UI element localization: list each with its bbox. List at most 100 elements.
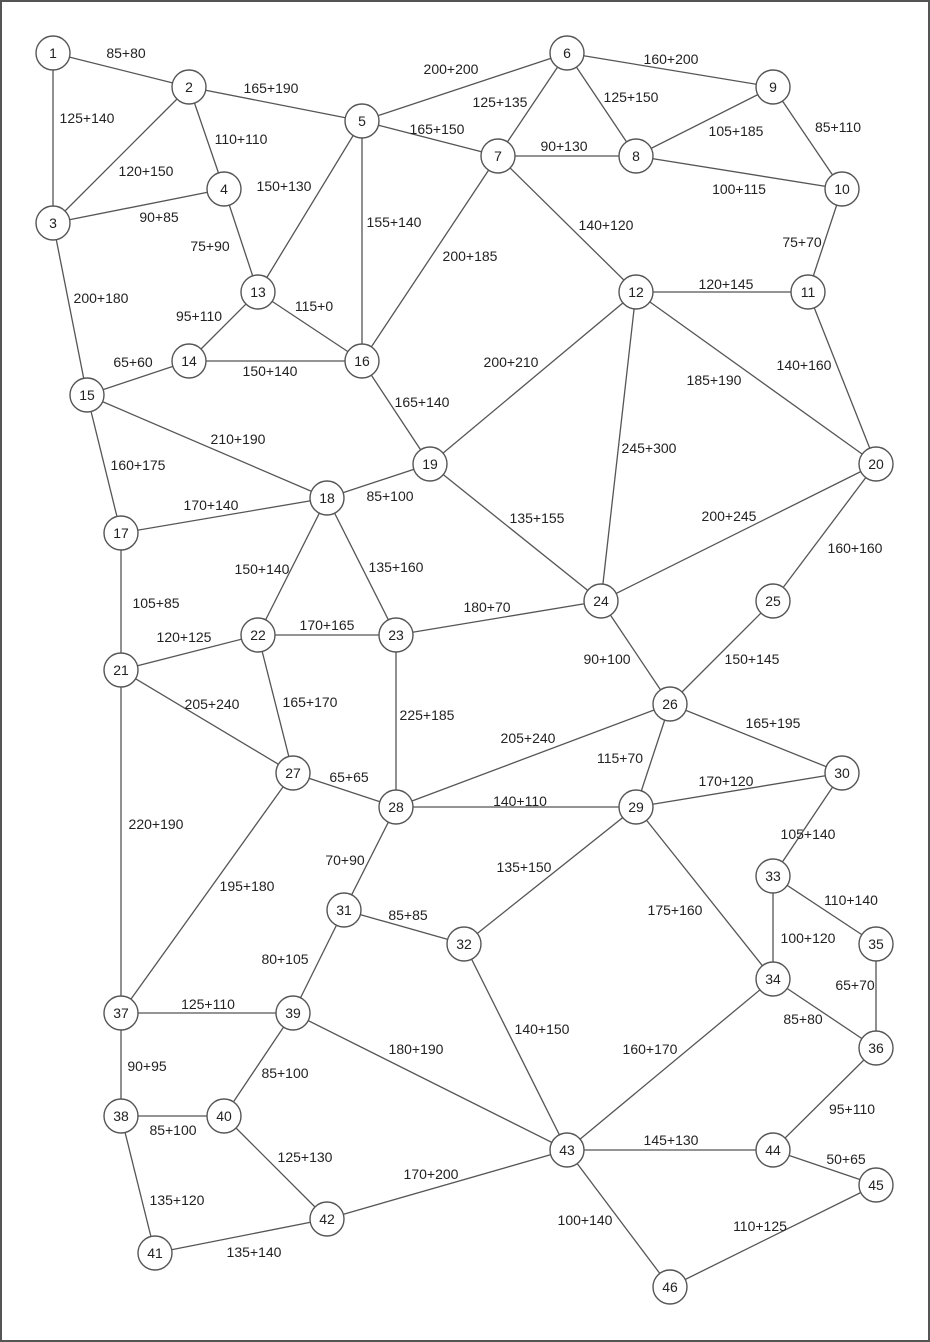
node-38: 38: [103, 1098, 139, 1134]
node-label: 9: [769, 79, 777, 95]
node-circle: [171, 69, 207, 105]
edge-label-14-16: 150+140: [243, 363, 298, 379]
edge-label-16-19: 165+140: [395, 394, 450, 410]
edge-label-7-16: 200+185: [443, 248, 498, 264]
edge-label-6-8: 125+150: [604, 89, 659, 105]
node-circle: [858, 1030, 894, 1066]
node-circle: [171, 343, 207, 379]
node-circle: [755, 961, 791, 997]
node-30: 30: [824, 755, 860, 791]
edge-label-36-44: 95+110: [829, 1101, 875, 1117]
node-label: 37: [113, 1005, 129, 1021]
node-13: 13: [240, 274, 276, 310]
node-11: 11: [790, 274, 826, 310]
edge-29-34: [635, 806, 774, 980]
edge-4-13: [223, 188, 259, 293]
edge-label-20-24: 200+245: [702, 508, 757, 524]
edge-6-9: [566, 52, 774, 88]
node-2: 2: [171, 69, 207, 105]
edge-label-37-39: 125+110: [181, 996, 235, 1012]
edge-9-10: [772, 86, 843, 190]
node-label: 11: [801, 284, 816, 300]
node-label: 32: [456, 936, 472, 952]
node-7: 7: [480, 138, 516, 174]
node-circle: [69, 377, 105, 413]
edge-label-14-15: 65+60: [113, 354, 153, 370]
edge-5-6: [361, 52, 568, 122]
edge-label-25-26: 150+145: [725, 651, 780, 667]
node-label: 39: [285, 1005, 301, 1021]
node-circle: [618, 274, 654, 310]
node-circle: [378, 617, 414, 653]
node-label: 24: [593, 593, 609, 609]
edge-2-5: [188, 86, 363, 122]
edge-19-24: [429, 463, 602, 602]
edge-12-19: [429, 291, 637, 465]
node-circle: [378, 789, 414, 825]
edge-42-43: [326, 1149, 568, 1220]
edge-label-group: 85+80125+140120+150110+110165+19090+8520…: [60, 45, 883, 1260]
edge-label-43-44: 145+130: [644, 1132, 699, 1148]
edge-7-12: [497, 155, 637, 293]
node-16: 16: [344, 343, 380, 379]
node-43: 43: [549, 1132, 585, 1168]
node-circle: [240, 617, 276, 653]
node-circle: [103, 995, 139, 1031]
node-label: 23: [388, 627, 404, 643]
node-label: 13: [250, 284, 266, 300]
edge-label-26-28: 205+240: [501, 730, 556, 746]
edge-label-19-24: 135+155: [510, 510, 565, 526]
edge-20-24: [600, 463, 877, 602]
edge-label-32-43: 140+150: [515, 1021, 570, 1037]
node-circle: [412, 446, 448, 482]
edge-label-18-19: 85+100: [366, 488, 413, 504]
node-14: 14: [171, 343, 207, 379]
node-circle: [344, 103, 380, 139]
node-label: 31: [336, 902, 352, 918]
node-label: 16: [354, 353, 370, 369]
node-circle: [206, 1098, 242, 1134]
edge-label-33-35: 110+140: [824, 892, 878, 908]
node-circle: [583, 583, 619, 619]
edge-24-26: [600, 600, 671, 705]
node-label: 12: [628, 284, 644, 300]
node-21: 21: [103, 652, 139, 688]
node-circle: [549, 35, 585, 71]
node-26: 26: [652, 686, 688, 722]
edge-label-22-23: 170+165: [300, 617, 355, 633]
edge-label-41-42: 135+140: [227, 1244, 282, 1260]
node-8: 8: [618, 138, 654, 174]
edge-label-5-13: 150+130: [257, 178, 312, 194]
node-label: 41: [147, 1245, 163, 1261]
node-circle: [137, 1235, 173, 1271]
node-44: 44: [755, 1132, 791, 1168]
edge-18-22: [257, 497, 328, 636]
node-label: 38: [113, 1108, 129, 1124]
node-circle: [618, 789, 654, 825]
edge-label-31-39: 80+105: [261, 951, 308, 967]
edge-label-45-46: 110+125: [733, 1218, 787, 1234]
edge-label-5-6: 200+200: [424, 61, 479, 77]
node-circle: [652, 1269, 688, 1305]
edge-34-43: [566, 978, 774, 1151]
edge-12-24: [600, 291, 637, 602]
edge-label-39-43: 180+190: [389, 1041, 444, 1057]
edge-label-10-11: 75+70: [782, 234, 822, 250]
node-label: 6: [563, 45, 571, 61]
edge-label-34-36: 85+80: [783, 1011, 823, 1027]
node-20: 20: [858, 446, 894, 482]
node-39: 39: [275, 995, 311, 1031]
edge-label-9-10: 85+110: [815, 119, 861, 135]
node-label: 8: [632, 148, 640, 164]
edge-label-34-43: 160+170: [623, 1041, 678, 1057]
node-label: 33: [765, 868, 781, 884]
node-25: 25: [755, 583, 791, 619]
node-circle: [103, 1098, 139, 1134]
edge-33-35: [772, 875, 877, 945]
edge-label-26-29: 115+70: [597, 750, 643, 766]
edge-label-26-30: 165+195: [746, 715, 801, 731]
node-45: 45: [858, 1167, 894, 1203]
edge-12-20: [635, 291, 877, 465]
edge-21-22: [120, 634, 259, 671]
edge-label-30-33: 105+140: [781, 826, 836, 842]
